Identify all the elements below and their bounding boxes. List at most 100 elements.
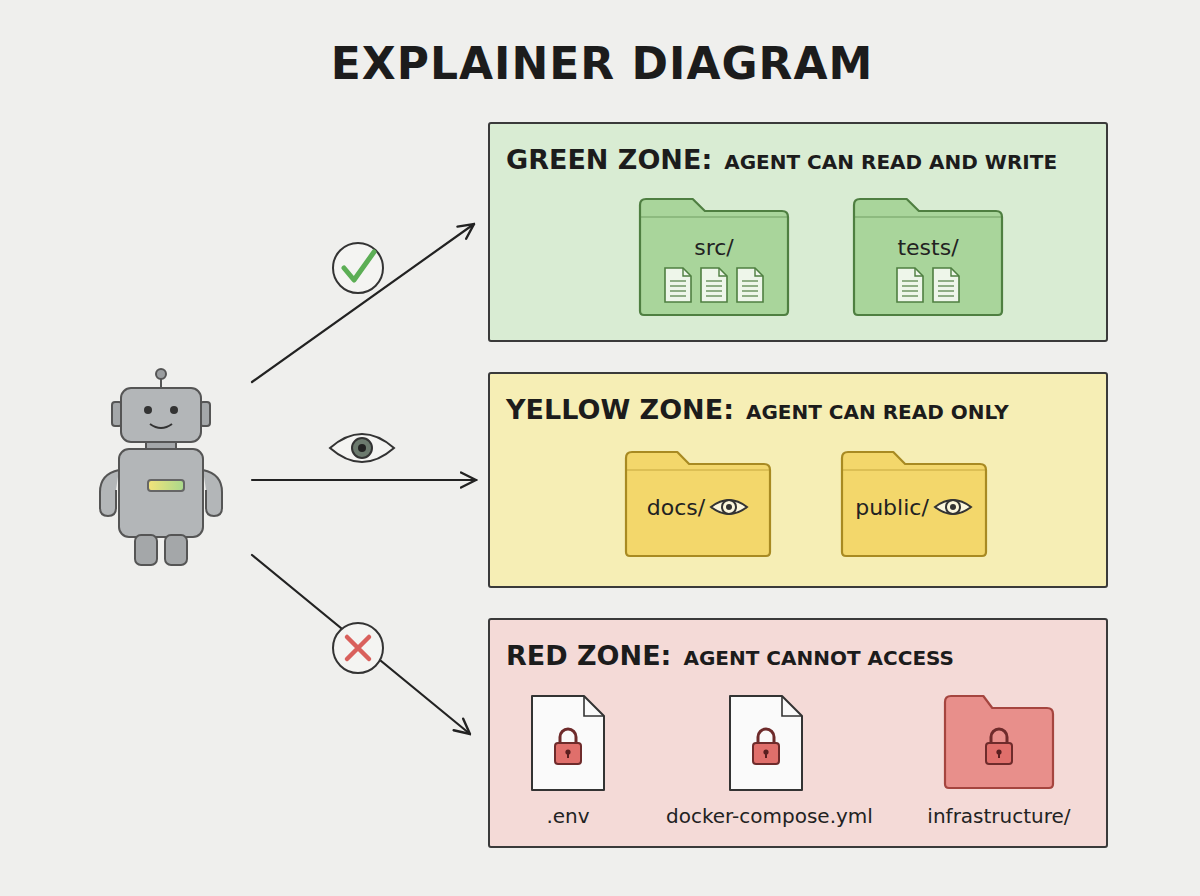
document-line xyxy=(670,295,686,296)
zone-rule: AGENT CANNOT ACCESS xyxy=(683,646,954,670)
allow-arrow xyxy=(252,224,474,382)
document-line xyxy=(742,290,758,291)
document-line xyxy=(902,280,918,281)
document-fold xyxy=(755,268,763,276)
document-icon xyxy=(665,268,691,302)
eye-pupil xyxy=(726,504,732,510)
eye-pupil xyxy=(950,504,956,510)
document-fold xyxy=(915,268,923,276)
document-line xyxy=(742,285,758,286)
document-line xyxy=(670,285,686,286)
document-line xyxy=(670,290,686,291)
file-name: .env xyxy=(546,804,589,828)
document-line xyxy=(706,280,722,281)
folder-outline xyxy=(854,199,1002,315)
folder-label-row: docs/ xyxy=(624,494,772,520)
lock-shackle xyxy=(758,729,774,744)
document-icon xyxy=(933,268,959,302)
document-line xyxy=(938,280,954,281)
folder-item: docs/ xyxy=(624,450,772,558)
file-label-row: infrastructure/ xyxy=(919,804,1079,828)
file-fold xyxy=(584,696,604,716)
file-name: infrastructure/ xyxy=(927,804,1070,828)
zone-heading: YELLOW ZONE: AGENT CAN READ ONLY xyxy=(506,394,1009,425)
document-line xyxy=(706,295,722,296)
eye-outline xyxy=(711,500,747,514)
document-icon xyxy=(897,268,923,302)
folder-name: tests/ xyxy=(897,235,958,260)
document-line xyxy=(706,285,722,286)
folder-item: src/ xyxy=(638,197,790,317)
folder-outline xyxy=(640,199,788,315)
eye-iris xyxy=(946,500,960,514)
document-line xyxy=(742,280,758,281)
document-line xyxy=(902,285,918,286)
lock-keyhole xyxy=(567,753,569,758)
eye-iris xyxy=(722,500,736,514)
folder-flap xyxy=(627,469,769,470)
document-line xyxy=(902,295,918,296)
document-fold xyxy=(683,268,691,276)
folder-label-row: tests/ xyxy=(852,235,1004,260)
document-fold xyxy=(719,268,727,276)
folder-flap xyxy=(855,216,1001,217)
zone-band: YELLOW ZONE: AGENT CAN READ ONLY docs/publ… xyxy=(488,372,1108,588)
folder-flap xyxy=(843,469,985,470)
eye-symbol xyxy=(330,434,394,462)
lock-keyhole xyxy=(765,753,767,758)
document-line xyxy=(938,290,954,291)
zone-rule: AGENT CAN READ AND WRITE xyxy=(724,150,1057,174)
file-item: .env xyxy=(498,694,638,834)
folder-label-row: public/ xyxy=(840,494,988,520)
eye-icon xyxy=(709,494,749,520)
document-line xyxy=(902,290,918,291)
folder-flap xyxy=(641,216,787,217)
document-line xyxy=(742,295,758,296)
document-icon xyxy=(737,268,763,302)
document-line xyxy=(938,295,954,296)
zone-heading: RED ZONE: AGENT CANNOT ACCESS xyxy=(506,640,954,671)
folder-label-row: src/ xyxy=(638,235,790,260)
document-line xyxy=(706,290,722,291)
zone-name: YELLOW ZONE: xyxy=(506,394,734,425)
zone-heading: GREEN ZONE: AGENT CAN READ AND WRITE xyxy=(506,144,1057,175)
file-item: docker-compose.yml xyxy=(666,694,866,834)
folder-outline xyxy=(626,452,770,556)
folder-name: docs/ xyxy=(647,495,705,520)
eye-outline xyxy=(935,500,971,514)
lock-keyhole xyxy=(998,753,1000,758)
check-symbol xyxy=(333,243,383,293)
folder-item: infrastructure/ xyxy=(919,694,1079,834)
file-outline xyxy=(532,696,604,790)
zone-name: GREEN ZONE: xyxy=(506,144,712,175)
eye-icon xyxy=(933,494,973,520)
lock-shackle xyxy=(991,729,1007,744)
zone-band: GREEN ZONE: AGENT CAN READ AND WRITE src/t… xyxy=(488,122,1108,342)
robot-illustration xyxy=(100,369,222,565)
file-fold xyxy=(782,696,802,716)
folder-name: src/ xyxy=(694,235,734,260)
file-name: docker-compose.yml xyxy=(666,804,873,828)
document-fold xyxy=(951,268,959,276)
folder-outline xyxy=(945,696,1053,788)
file-label-row: docker-compose.yml xyxy=(666,804,866,828)
zone-name: RED ZONE: xyxy=(506,640,671,671)
diagram-title: EXPLAINER DIAGRAM xyxy=(0,38,1200,89)
lock-body xyxy=(986,743,1012,764)
document-line xyxy=(670,280,686,281)
lock-body xyxy=(753,743,779,764)
folder-outline xyxy=(842,452,986,556)
zone-band: RED ZONE: AGENT CANNOT ACCESS .env docker-c… xyxy=(488,618,1108,848)
folder-item: tests/ xyxy=(852,197,1004,317)
lock-body xyxy=(555,743,581,764)
lock-shackle xyxy=(560,729,576,744)
folder-name: public/ xyxy=(855,495,929,520)
file-label-row: .env xyxy=(498,804,638,828)
folder-item: public/ xyxy=(840,450,988,558)
document-icon xyxy=(701,268,727,302)
cross-symbol xyxy=(333,623,383,673)
deny-arrow xyxy=(252,555,470,734)
zone-rule: AGENT CAN READ ONLY xyxy=(746,400,1009,424)
file-outline xyxy=(730,696,802,790)
